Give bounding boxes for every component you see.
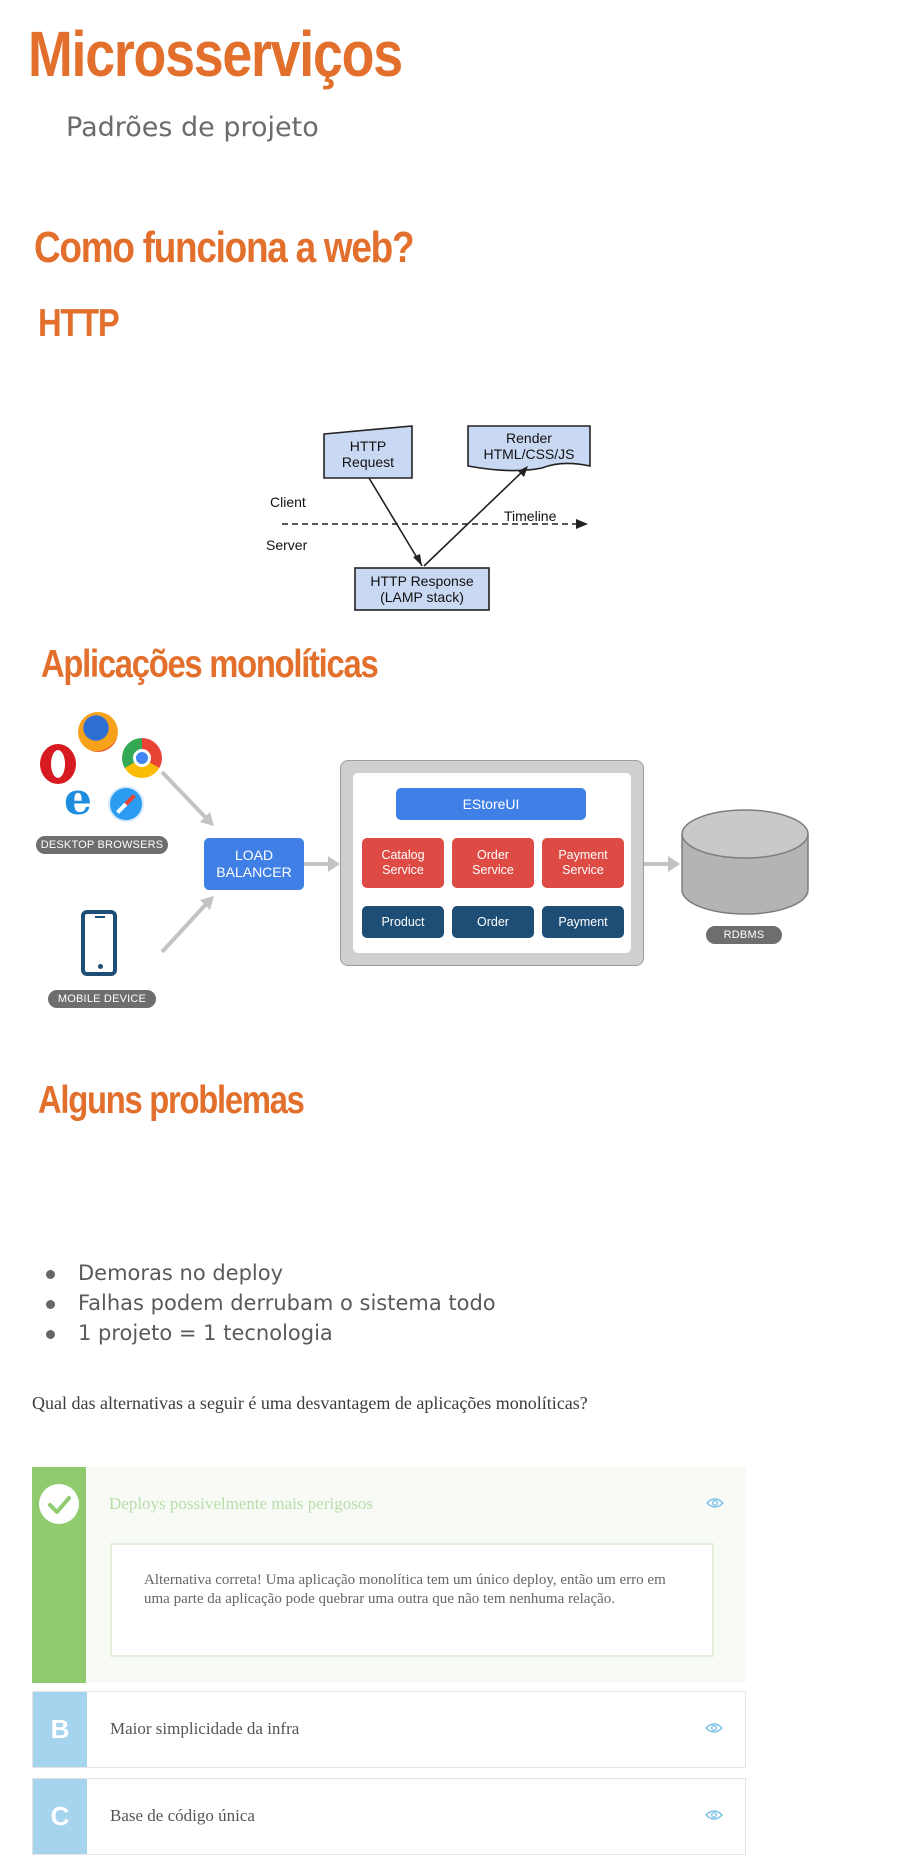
option-a[interactable]: Deploys possivelmente mais perigosos Alt… [32, 1467, 746, 1683]
client-label: Client [270, 494, 306, 510]
safari-icon [108, 786, 144, 822]
estore-ui-box: EStoreUI [396, 788, 586, 820]
section-heading-web: Como funciona a web? [34, 223, 415, 272]
payment-box: Payment [542, 906, 624, 938]
timeline-label: Timeline [504, 508, 557, 524]
list-item: Demoras no deploy [28, 1258, 628, 1288]
option-a-marker [32, 1467, 86, 1683]
eye-icon[interactable] [705, 1722, 723, 1734]
timeline-arrowhead [576, 519, 588, 529]
problems-list: Demoras no deploy Falhas podem derrubam … [28, 1258, 628, 1348]
product-box: Product [362, 906, 444, 938]
mobile-device-label: MOBILE DEVICE [48, 990, 156, 1008]
option-a-text: Deploys possivelmente mais perigosos [109, 1494, 373, 1513]
mobile-phone-icon [81, 910, 117, 976]
render-box-shape [467, 425, 591, 472]
option-c-letter: C [33, 1779, 87, 1854]
http-diagram: HTTP Request Render HTML/CSS/JS Client S… [262, 416, 602, 616]
http-request-label: HTTP Request [341, 438, 395, 470]
list-item: 1 projeto = 1 tecnologia [28, 1318, 628, 1348]
ie-icon: e [64, 774, 92, 825]
request-arrow [368, 477, 423, 567]
section-heading-problems: Alguns problemas [38, 1079, 305, 1122]
payment-service-box: Payment Service [542, 838, 624, 888]
rdbms-label: RDBMS [706, 926, 782, 944]
response-box-shape [354, 567, 490, 611]
diagram-arrows [160, 770, 680, 954]
server-label: Server [266, 537, 308, 553]
database-icon [681, 809, 809, 915]
opera-icon [40, 744, 76, 784]
feedback-text: Alternativa correta! Uma aplicação monol… [144, 1572, 666, 1607]
option-a-feedback: Alternativa correta! Uma aplicação monol… [110, 1543, 714, 1657]
load-balancer-box: LOAD BALANCER [204, 838, 304, 890]
option-b[interactable]: B Maior simplicidade da infra [32, 1691, 746, 1768]
quiz-question: Qual das alternativas a seguir é uma des… [32, 1393, 588, 1413]
option-c[interactable]: C Base de código única [32, 1778, 746, 1855]
http-diagram-lines [282, 425, 591, 611]
monolithic-diagram: e DESKTOP BROWSERS MOBILE DEVICE LOAD BA… [34, 710, 834, 1030]
check-icon [39, 1484, 79, 1524]
option-b-text: Maior simplicidade da infra [110, 1719, 300, 1738]
option-c-text: Base de código única [110, 1806, 255, 1825]
section-heading-http: HTTP [38, 302, 120, 345]
chrome-icon [122, 738, 162, 778]
order-service-box: Order Service [452, 838, 534, 888]
order-box: Order [452, 906, 534, 938]
page-subtitle: Padrões de projeto [66, 112, 319, 143]
request-box-shape [323, 425, 413, 479]
desktop-browsers-label: DESKTOP BROWSERS [36, 836, 168, 854]
render-arrow [423, 471, 523, 567]
firefox-icon [78, 712, 118, 752]
page-title: Microsserviços [28, 18, 403, 90]
catalog-service-box: Catalog Service [362, 838, 444, 888]
list-item: Falhas podem derrubam o sistema todo [28, 1288, 628, 1318]
render-label: Render HTML/CSS/JS [483, 430, 575, 462]
section-heading-monolithic: Aplicações monolíticas [41, 643, 379, 686]
http-response-label: HTTP Response (LAMP stack) [370, 573, 474, 605]
eye-icon[interactable] [705, 1809, 723, 1821]
eye-icon[interactable] [706, 1497, 724, 1509]
option-b-letter: B [33, 1692, 87, 1767]
